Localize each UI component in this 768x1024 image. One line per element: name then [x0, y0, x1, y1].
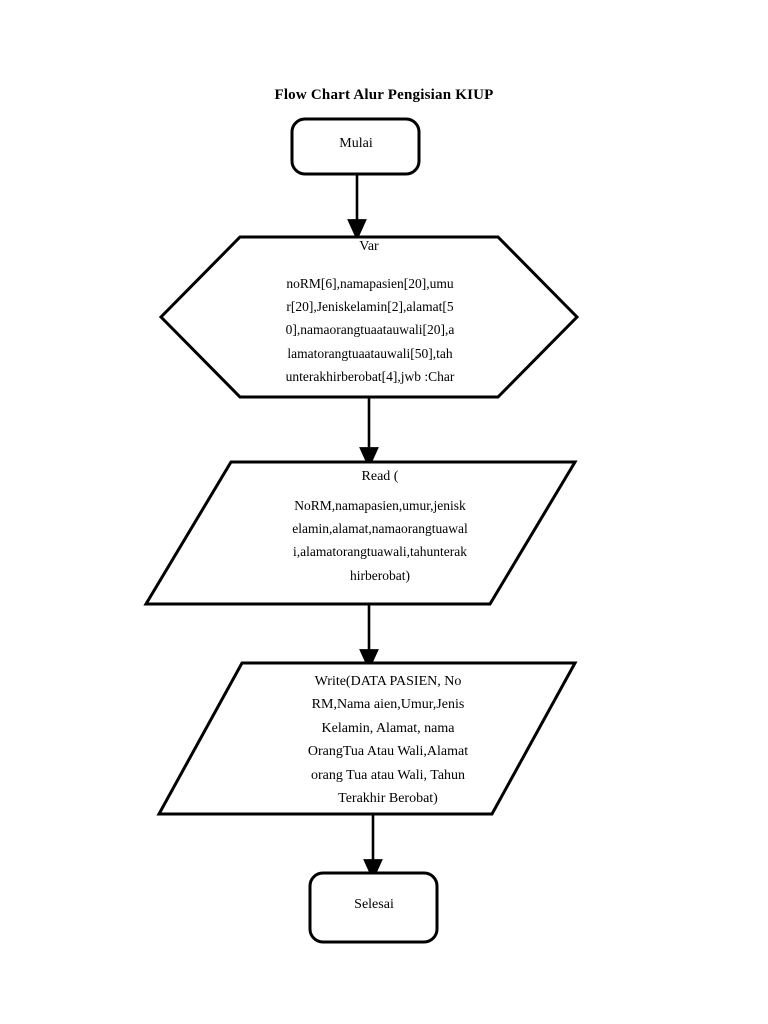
node-write-parallelogram[interactable]: [156, 661, 578, 816]
page-title: Flow Chart Alur Pengisian KIUP: [274, 87, 494, 103]
node-read-header: Read (: [361, 469, 399, 484]
node-end-label: Selesai: [354, 897, 394, 912]
node-var-header: Var: [359, 239, 379, 254]
node-read-parallelogram[interactable]: [143, 460, 578, 606]
node-read-body: NoRM,namapasien,umur,jenisk elamin,alama…: [292, 498, 468, 583]
node-write-body: Write(DATA PASIEN, No RM,Nama aien,Umur,…: [307, 674, 469, 806]
node-var-hexagon[interactable]: [158, 235, 580, 399]
node-end-selesai[interactable]: [308, 871, 439, 944]
node-start-mulai[interactable]: [290, 117, 421, 176]
node-var-body: noRM[6],namapasien[20],umu r[20],Jeniske…: [285, 276, 455, 384]
node-start-label: Mulai: [339, 136, 373, 151]
